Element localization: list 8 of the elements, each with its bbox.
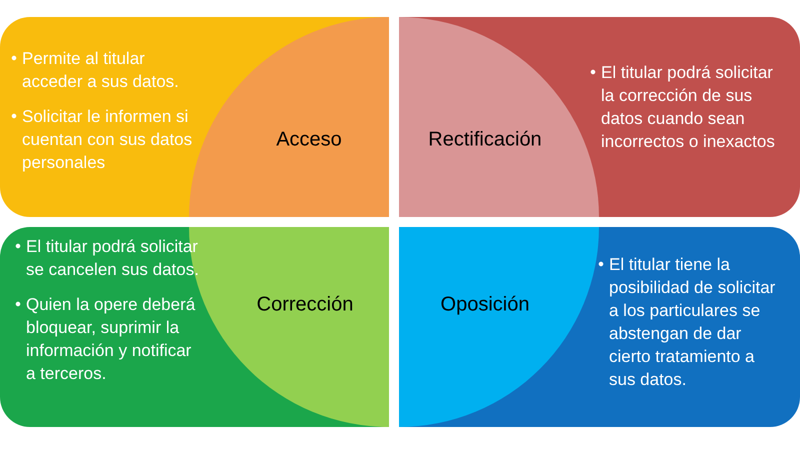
section-title: Rectificación (428, 128, 542, 152)
text-panel (0, 17, 389, 217)
text-panel (0, 227, 389, 427)
section-title: Acceso (276, 128, 342, 152)
section-title: Oposición (440, 294, 530, 316)
text-panel (399, 17, 800, 217)
text-panel (399, 227, 800, 427)
section-title: Corrección (256, 294, 354, 316)
